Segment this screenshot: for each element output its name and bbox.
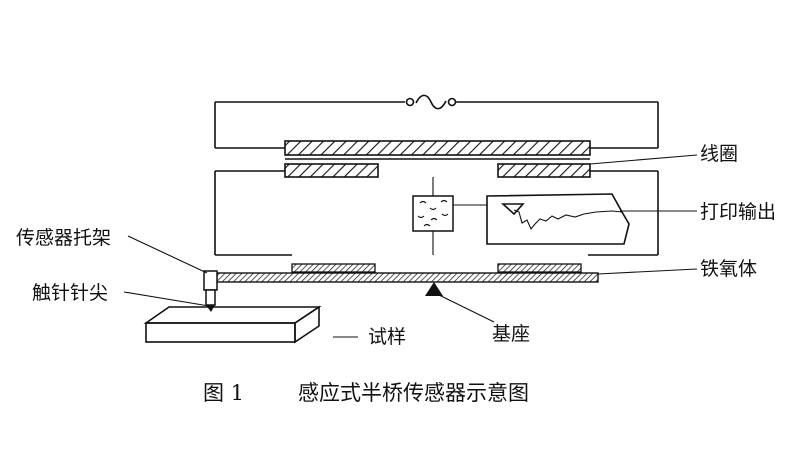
lever-arm [213,272,599,283]
pivot-base [425,282,443,296]
caption-number: 图 1 [203,381,244,405]
specimen-block [143,305,322,344]
bridge-circuit [214,170,659,256]
label-ferrite: 铁氧体 [700,258,757,280]
upper-coils [284,140,591,178]
ac-source-icon [405,94,457,110]
stylus-assembly [203,270,218,312]
ferrite-cores [291,263,582,273]
amplifier-box [412,195,454,232]
label-stylus-tip: 触针针尖 [32,282,108,304]
printout-strip [486,193,630,245]
label-print-output: 打印输出 [700,201,776,223]
leader-lines [123,154,698,338]
caption-title: 感应式半桥传感器示意图 [298,381,529,405]
label-coil: 线圈 [700,143,738,165]
label-sensor-holder: 传感器托架 [16,227,111,249]
label-specimen: 试样 [368,326,406,348]
ac-circuit [214,101,659,149]
label-base: 基座 [492,323,530,345]
